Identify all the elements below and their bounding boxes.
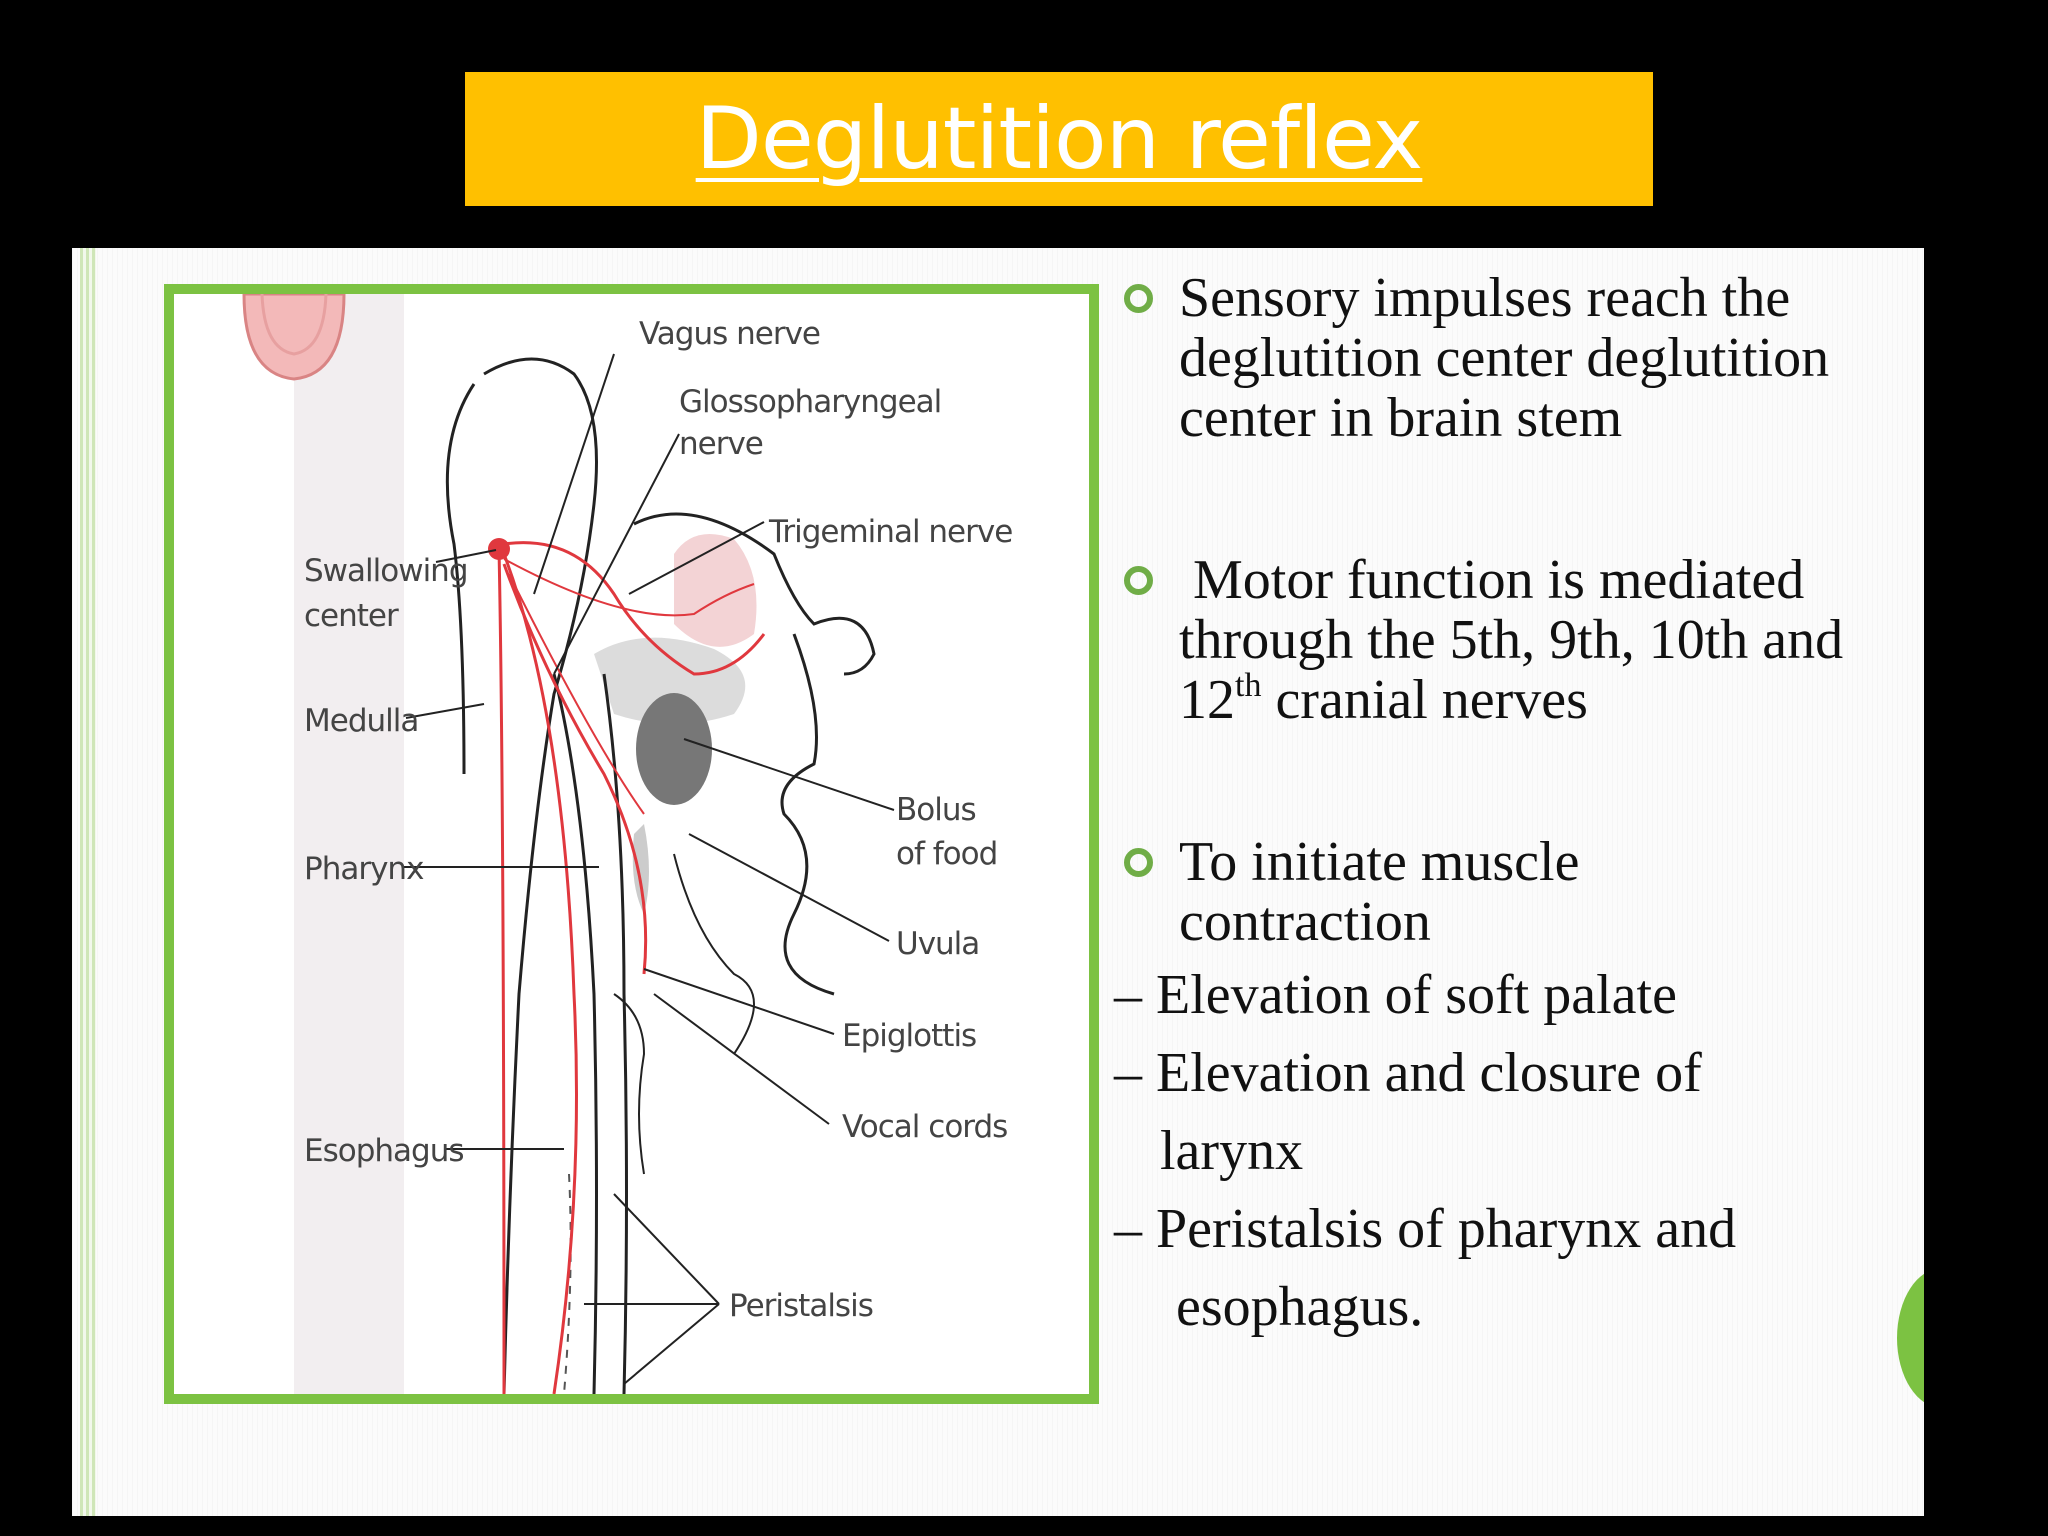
label-trigeminal-nerve: Trigeminal nerve [768, 514, 1012, 550]
palatal-nerve-path [503, 558, 755, 617]
bullet-circle-icon [1124, 566, 1153, 595]
label-bolus: Bolus [896, 792, 976, 828]
tongue-nerve-path [508, 573, 645, 815]
trigeminal-leader [628, 521, 765, 595]
uvula-leader [688, 833, 890, 942]
diagram-frame: Vagus nerve Glossopharyngeal nerve Trige… [164, 284, 1099, 1404]
bullet-line: center in brain stem [1179, 387, 1623, 449]
dash-item-peristalsis: – Peristalsis of pharynx and [1114, 1198, 1737, 1260]
bullet-line: To initiate muscle [1179, 831, 1580, 893]
dash-item-peristalsis-cont: esophagus. [1176, 1276, 1424, 1338]
bolus-shape [636, 693, 712, 805]
swallowing-center-dot [488, 538, 510, 560]
dash-list: – Elevation of soft palate – Elevation a… [1114, 956, 1924, 1346]
trigeminal-nerve-path [503, 541, 766, 676]
deglutition-diagram: Vagus nerve Glossopharyngeal nerve Trige… [242, 294, 1013, 1394]
glossopharyngeal-nerve-path [502, 553, 578, 1394]
brainstem-outline [445, 383, 476, 775]
bullet-line: Sensory impulses reach the [1179, 267, 1791, 329]
label-peristalsis: Peristalsis [729, 1288, 873, 1324]
medulla-leader [405, 703, 485, 719]
bullet-line: through the 5th, 9th, 10th and [1179, 609, 1844, 671]
bullet-initiate: To initiate muscle contraction [1114, 832, 1924, 952]
slide-title: Deglutition reflex [695, 89, 1424, 189]
background-shade [294, 294, 404, 1394]
spine-outline [483, 357, 598, 1394]
uvula-shape [632, 824, 649, 914]
epiglottis-leader [643, 968, 835, 1035]
label-vagus-nerve: Vagus nerve [639, 316, 820, 352]
glossopharyngeal-leader [553, 433, 680, 675]
cranial-text: cranial nerves [1261, 669, 1588, 731]
label-of-food: of food [896, 836, 997, 872]
jaw-outline [780, 633, 835, 996]
bullet-circle-icon [1124, 284, 1153, 313]
bolus-leader [683, 738, 895, 811]
label-swallowing-center: center [304, 598, 399, 634]
larynx-outline [613, 993, 646, 1175]
bullet-line: Motor function is mediated [1179, 549, 1805, 611]
dash-item-soft-palate: – Elevation of soft palate [1114, 964, 1677, 1026]
label-glossopharyngeal: Glossopharyngeal [679, 384, 941, 420]
decorative-figure [242, 294, 346, 381]
mouth-outline [673, 853, 755, 1055]
bullet-sensory: Sensory impulses reach the deglutition c… [1114, 268, 1924, 448]
hypoglossal-nerve-path [502, 563, 648, 975]
vocal-cords-leader [653, 993, 830, 1125]
dash-item-larynx-cont: larynx [1160, 1120, 1304, 1182]
vagus-leader [533, 353, 615, 595]
bullet-circle-icon [1124, 848, 1153, 877]
label-glossopharyngeal-nerve: nerve [679, 426, 763, 462]
bullet-line: contraction [1179, 891, 1431, 953]
bullet-line: deglutition center deglutition [1179, 327, 1830, 389]
esophagus-wall [602, 673, 628, 1394]
slide-content: Vagus nerve Glossopharyngeal nerve Trige… [72, 248, 1924, 1516]
pharynx-wall [552, 673, 598, 1394]
peristalsis-leader-3 [623, 1303, 720, 1385]
face-outline [633, 512, 876, 676]
dash-item-larynx: – Elevation and closure of [1114, 1042, 1702, 1104]
left-decorative-stripe [80, 248, 96, 1516]
tongue-shade [594, 637, 746, 724]
bullet-motor: Motor function is mediated through the 5… [1114, 550, 1924, 730]
bullet-line-cranial: 12th cranial nerves [1179, 667, 1924, 731]
ordinal-number: 12 [1179, 669, 1235, 731]
label-uvula: Uvula [896, 926, 979, 962]
ordinal-suffix: th [1235, 667, 1262, 704]
label-pharynx: Pharynx [304, 851, 424, 887]
label-esophagus: Esophagus [304, 1133, 464, 1169]
label-epiglottis: Epiglottis [842, 1018, 976, 1054]
swallowing-leader [435, 549, 497, 563]
vagus-nerve-path [497, 548, 506, 1394]
label-medulla: Medulla [304, 703, 418, 739]
palate-shade [674, 534, 757, 647]
label-swallowing: Swallowing [304, 553, 468, 589]
peristalsis-leader-1 [613, 1193, 720, 1305]
text-column: Sensory impulses reach the deglutition c… [1114, 268, 1924, 1346]
decorative-figure-inner [260, 294, 328, 356]
title-bar: Deglutition reflex [465, 72, 1653, 206]
label-vocal-cords: Vocal cords [842, 1109, 1007, 1145]
